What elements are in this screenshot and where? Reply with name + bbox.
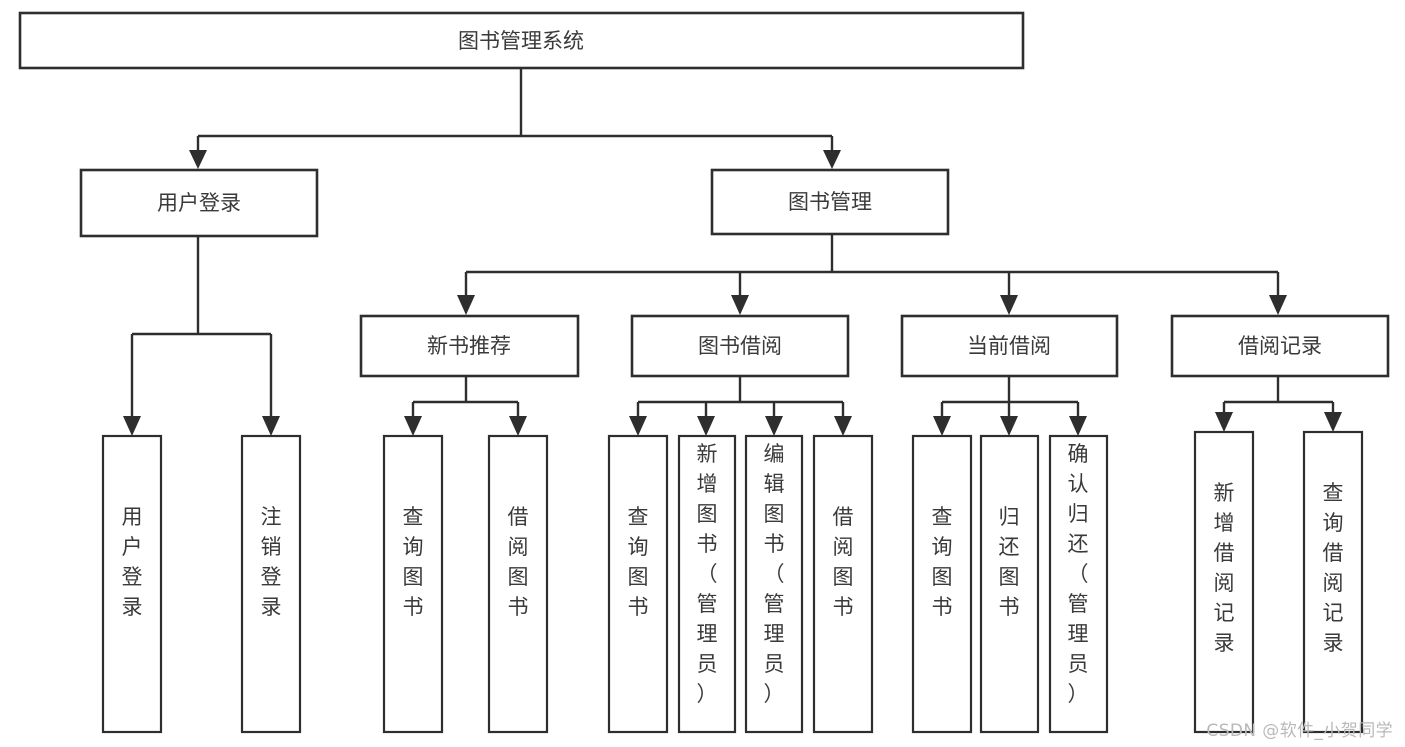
- node-book-management-box[interactable]: [710, 168, 950, 236]
- node-leaf-return-book-box[interactable]: [979, 434, 1040, 734]
- node-book-management-label: 图书管理: [788, 190, 872, 214]
- arrow-head-leaf-query-book-1: [404, 416, 422, 436]
- node-leaf-query-book-3-box[interactable]: [911, 434, 973, 734]
- node-leaf-borrow-book-2-label: 借阅图书: [833, 505, 854, 619]
- arrow-head-book-management: [823, 150, 841, 169]
- arrow-head-leaf-query-book-2: [629, 416, 647, 436]
- node-leaf-return-book[interactable]: 归还图书: [979, 434, 1040, 734]
- node-book-management[interactable]: 图书管理: [710, 168, 950, 236]
- arrow-head-book-borrow: [731, 295, 749, 315]
- node-new-book-recommend-box[interactable]: [359, 314, 580, 378]
- node-leaf-query-book-2-label: 查询图书: [628, 505, 649, 619]
- node-root-box[interactable]: [18, 11, 1025, 70]
- node-leaf-borrow-book-1[interactable]: 借阅图书: [487, 434, 549, 734]
- node-new-book-recommend-label: 新书推荐: [427, 334, 511, 358]
- node-leaf-add-book-box[interactable]: [677, 434, 737, 734]
- arrow-head-leaf-add-book: [697, 416, 715, 436]
- node-leaf-borrow-book-1-label: 借阅图书: [508, 505, 529, 619]
- arrow-head-leaf-edit-book: [765, 416, 783, 436]
- arrow-head-leaf-logout-login: [262, 416, 280, 436]
- csdn-watermark: CSDN @软件_小贺同学: [1206, 721, 1393, 741]
- node-leaf-user-login[interactable]: 用户登录: [101, 434, 163, 734]
- arrow-head-leaf-query-book-3: [933, 416, 951, 436]
- node-root[interactable]: 图书管理系统: [18, 11, 1025, 70]
- node-current-borrow[interactable]: 当前借阅: [900, 314, 1119, 378]
- arrow-head-borrow-record: [1269, 295, 1287, 315]
- node-current-borrow-label: 当前借阅: [967, 334, 1051, 358]
- node-book-borrow-box[interactable]: [630, 314, 850, 378]
- node-leaf-add-record-label: 新增借阅记录: [1214, 481, 1235, 655]
- node-user-login[interactable]: 用户登录: [79, 168, 319, 238]
- arrow-head-leaf-borrow-book-2: [834, 416, 852, 436]
- node-book-borrow-label: 图书借阅: [698, 334, 782, 358]
- node-leaf-confirm-return-label: 确认归还（管理员）: [1068, 442, 1089, 706]
- node-leaf-borrow-book-2-box[interactable]: [812, 434, 874, 734]
- node-user-login-box[interactable]: [79, 168, 319, 238]
- node-leaf-logout-login-label: 注销登录: [261, 505, 282, 619]
- node-current-borrow-box[interactable]: [900, 314, 1119, 378]
- node-leaf-query-book-1-label: 查询图书: [403, 505, 424, 619]
- node-borrow-record-box[interactable]: [1170, 314, 1390, 378]
- node-root-label: 图书管理系统: [458, 29, 584, 53]
- node-leaf-query-book-3[interactable]: 查询图书: [911, 434, 973, 734]
- node-leaf-return-book-label: 归还图书: [999, 505, 1020, 619]
- node-leaf-user-login-box[interactable]: [101, 434, 163, 734]
- arrow-head-leaf-return-book: [1000, 416, 1018, 436]
- node-leaf-add-book-label: 新增图书（管理员）: [697, 442, 718, 706]
- node-leaf-query-book-1[interactable]: 查询图书: [382, 434, 444, 734]
- node-leaf-add-record-box[interactable]: [1193, 430, 1255, 734]
- arrow-head-new-book-recommend: [457, 295, 475, 315]
- node-leaf-query-record-box[interactable]: [1302, 430, 1364, 734]
- arrow-head-current-borrow: [1000, 295, 1018, 315]
- node-leaf-confirm-return-box[interactable]: [1048, 434, 1109, 734]
- node-borrow-record-label: 借阅记录: [1238, 334, 1322, 358]
- node-leaf-query-record[interactable]: 查询借阅记录: [1302, 430, 1364, 734]
- node-user-login-label: 用户登录: [157, 191, 241, 215]
- node-leaf-logout-login[interactable]: 注销登录: [240, 434, 302, 734]
- node-leaf-confirm-return[interactable]: 确认归还（管理员）: [1048, 434, 1109, 734]
- node-leaf-add-book[interactable]: 新增图书（管理员）: [677, 434, 737, 734]
- arrow-head-leaf-borrow-book-1: [509, 416, 527, 436]
- node-new-book-recommend[interactable]: 新书推荐: [359, 314, 580, 378]
- node-leaf-query-record-label: 查询借阅记录: [1323, 481, 1344, 655]
- node-leaf-user-login-label: 用户登录: [122, 505, 143, 619]
- arrow-head-leaf-add-record: [1215, 412, 1233, 432]
- node-leaf-query-book-3-label: 查询图书: [932, 505, 953, 619]
- node-leaf-logout-login-box[interactable]: [240, 434, 302, 734]
- node-leaf-borrow-book-2[interactable]: 借阅图书: [812, 434, 874, 734]
- node-leaf-query-book-2-box[interactable]: [607, 434, 669, 734]
- arrow-head-user-login: [189, 150, 207, 169]
- node-leaf-query-book-2[interactable]: 查询图书: [607, 434, 669, 734]
- node-leaf-borrow-book-1-box[interactable]: [487, 434, 549, 734]
- node-leaf-query-book-1-box[interactable]: [382, 434, 444, 734]
- node-leaf-edit-book[interactable]: 编辑图书（管理员）: [744, 434, 804, 734]
- arrow-head-leaf-user-login: [123, 416, 141, 436]
- node-leaf-edit-book-label: 编辑图书（管理员）: [764, 442, 785, 706]
- node-leaf-edit-book-box[interactable]: [744, 434, 804, 734]
- node-book-borrow[interactable]: 图书借阅: [630, 314, 850, 378]
- arrow-head-leaf-confirm-return: [1069, 416, 1087, 436]
- connector-group: [123, 69, 1342, 436]
- node-borrow-record[interactable]: 借阅记录: [1170, 314, 1390, 378]
- node-leaf-add-record[interactable]: 新增借阅记录: [1193, 430, 1255, 734]
- arrow-head-leaf-query-record: [1324, 412, 1342, 432]
